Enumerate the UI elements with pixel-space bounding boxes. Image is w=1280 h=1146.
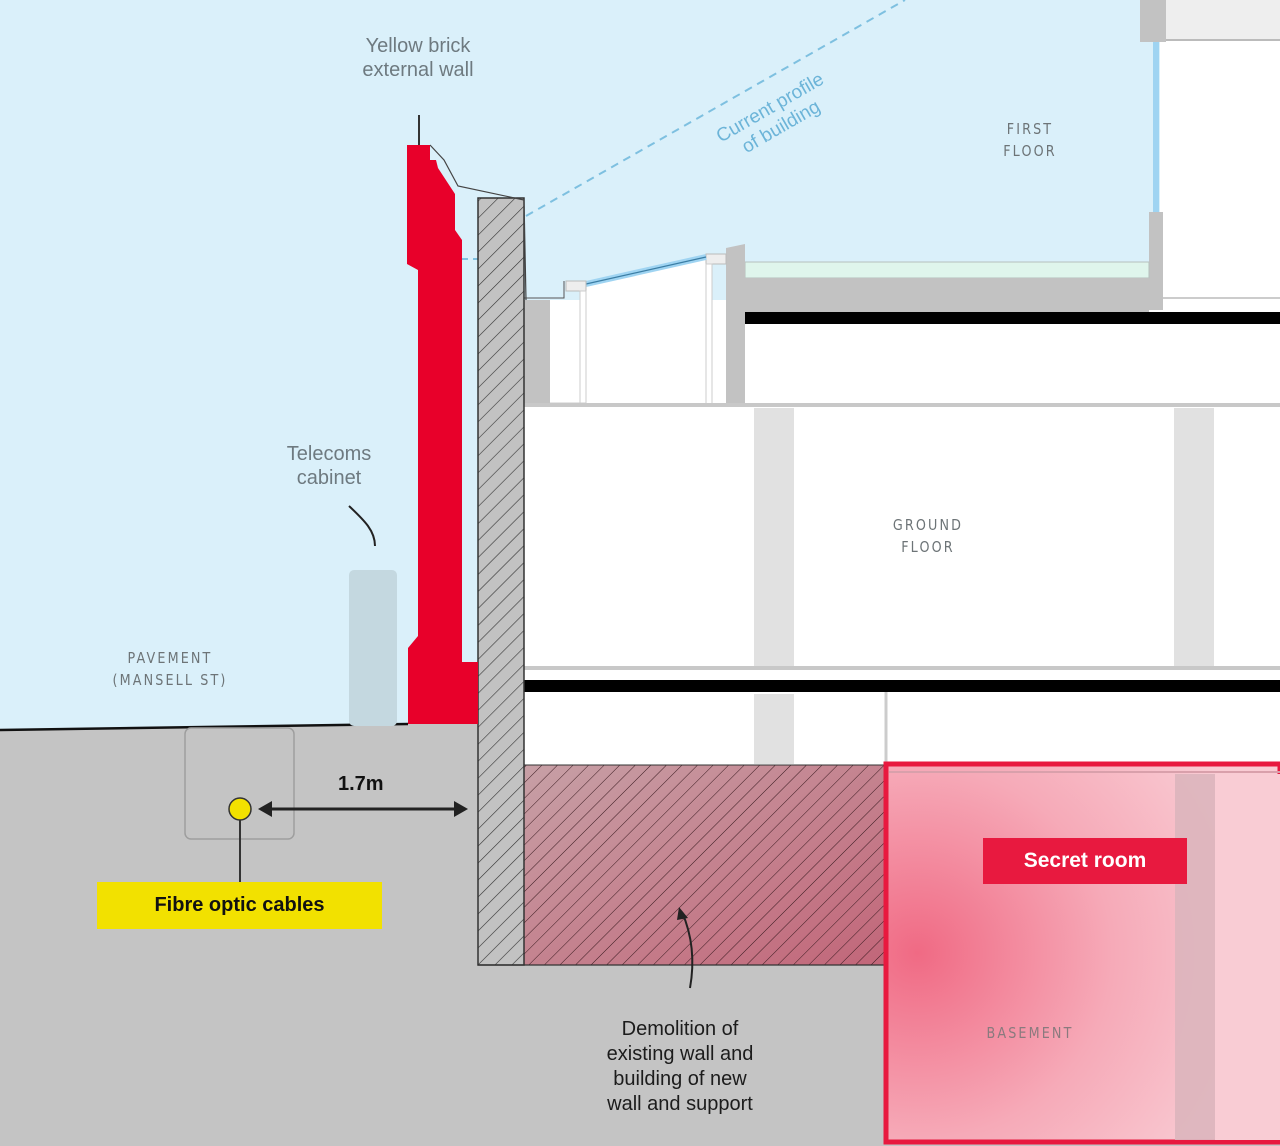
label-first-floor: FIRST FLOOR <box>1003 120 1057 160</box>
secret-room-label: Secret room <box>983 838 1187 884</box>
current-profile-line <box>525 0 906 217</box>
fibre-optic-label: Fibre optic cables <box>97 882 382 929</box>
label-demolition: Demolition of existing wall and building… <box>606 1018 754 1115</box>
telecoms-cabinet <box>349 570 397 726</box>
label-pavement: PAVEMENT (MANSELL ST) <box>112 649 228 689</box>
label-yellow-brick-wall: Yellow brick external wall <box>362 35 474 81</box>
ground-area <box>0 724 480 1146</box>
ground-floor-slab <box>524 680 1280 692</box>
column <box>754 408 794 666</box>
label-basement: BASEMENT <box>986 1024 1074 1042</box>
label-ground-floor: GROUND FLOOR <box>892 516 964 556</box>
first-floor-slab <box>745 312 1280 324</box>
pavement-line <box>0 722 409 732</box>
upper-right-building <box>1160 40 1280 302</box>
roof-terrace <box>744 261 1150 279</box>
column <box>1174 408 1214 666</box>
distance-label: 1.7m <box>338 773 384 795</box>
cabinet-leader-line <box>348 505 376 547</box>
yellow-brick-wall <box>407 145 478 724</box>
glass-wall <box>1153 42 1159 214</box>
fibre-optic-marker <box>228 797 252 821</box>
label-telecoms-cabinet: Telecoms cabinet <box>286 443 372 489</box>
